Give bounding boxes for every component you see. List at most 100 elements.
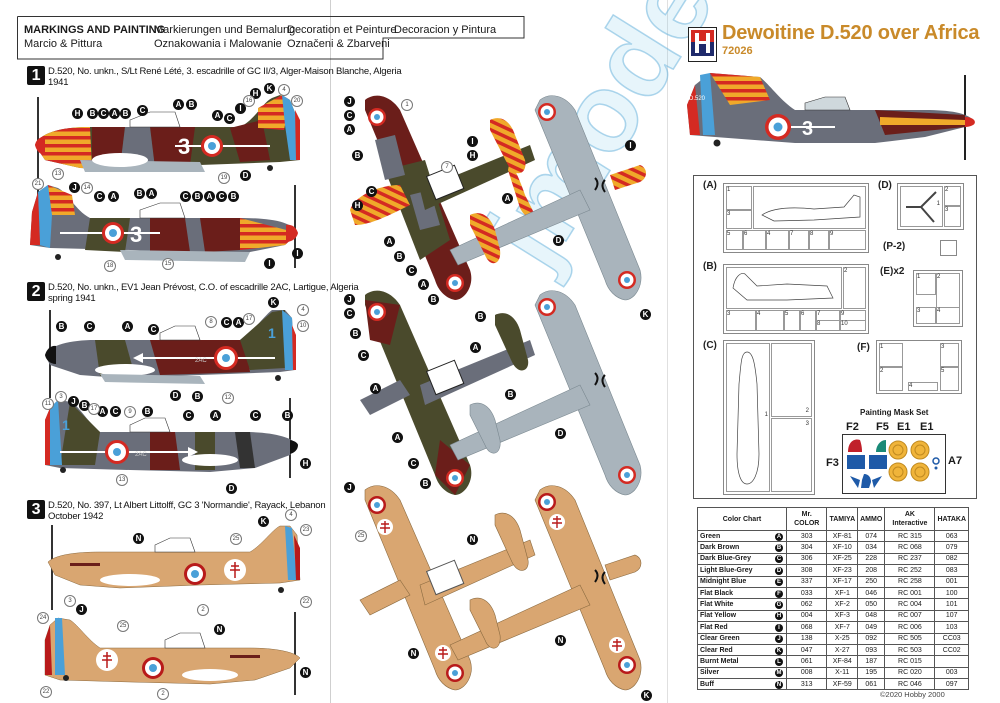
decal-number: 18 — [104, 260, 116, 272]
color-name: Green — [697, 529, 772, 543]
callout-b: B — [420, 478, 431, 489]
decal-number: 3 — [55, 391, 67, 403]
callout-b: B — [352, 150, 363, 161]
color-code-hataka: 001 — [934, 575, 969, 588]
part-a8: 8 — [809, 230, 829, 250]
profile-1-code: 3 — [178, 134, 190, 159]
callout-c: C — [216, 191, 227, 202]
color-code-ak: RC 068 — [884, 541, 936, 554]
color-code-ak: RC 020 — [884, 666, 936, 680]
decal-number: 3 — [64, 595, 76, 607]
color-code-tamiya: XF-10 — [826, 541, 859, 554]
callout-n: N — [300, 667, 311, 678]
color-name: Flat White — [697, 598, 772, 611]
callout-a: A — [370, 383, 381, 394]
part-a4-fuselage — [753, 186, 866, 229]
header-es: Decoracion y Pintura — [394, 24, 497, 36]
color-name: Light Blue-Grey — [697, 564, 772, 577]
callout-a: A — [212, 110, 223, 121]
callout-i: I — [467, 136, 478, 147]
color-code-hataka: 097 — [934, 678, 969, 691]
callout-n: N — [133, 533, 144, 544]
decal-number: 17 — [88, 403, 100, 415]
callout-a: A — [210, 410, 221, 421]
color-code-ammo: 048 — [857, 609, 886, 623]
part-c2: 2 — [771, 343, 812, 417]
color-code-tamiya: XF-23 — [826, 564, 859, 577]
part-b3: 3 — [726, 310, 756, 331]
color-letter-badge: I — [775, 623, 783, 632]
callout-a: A — [97, 406, 108, 417]
callout-a: A — [344, 124, 355, 135]
color-code-mr: 308 — [785, 564, 828, 577]
part-b6: 6 — [800, 310, 816, 331]
color-name: Buff — [697, 678, 772, 691]
page-boundary — [667, 0, 668, 703]
header-color-chart: Color Chart — [697, 507, 787, 531]
callout-c: C — [406, 265, 417, 276]
callout-b: B — [192, 191, 203, 202]
color-code-tamiya: X-25 — [826, 632, 859, 645]
part-a9: 9 — [829, 230, 866, 250]
callout-b: B — [87, 108, 98, 119]
color-letter-badge: H — [775, 612, 783, 621]
profile-1-right: 3 — [30, 185, 298, 268]
sprue-a-label: (A) — [703, 180, 717, 191]
part-c1-wing: 1 — [726, 343, 770, 492]
callout-b: B — [505, 389, 516, 400]
callout-j: J — [344, 96, 355, 107]
header-tamiya: TAMIYA — [826, 507, 859, 531]
decal-number: 13 — [52, 168, 64, 180]
fold-line-left — [330, 0, 331, 703]
color-letter-cell: H — [772, 609, 787, 623]
color-code-ammo: 049 — [857, 621, 886, 634]
callout-d: D — [555, 428, 566, 439]
scheme-1-desc: D.520, No. unkn., S/Lt René Lété, 3. esc… — [48, 66, 402, 88]
sprue-p2 — [940, 240, 957, 256]
header-de: Markierungen und Bemalung — [154, 24, 296, 36]
decal-number: 4 — [297, 304, 309, 316]
color-code-ammo: 250 — [857, 575, 886, 588]
callout-c: C — [224, 113, 235, 124]
plan-2-bottom — [449, 290, 642, 496]
color-letter-cell: B — [772, 541, 787, 554]
callout-i: I — [264, 258, 275, 269]
decal-number: 9 — [124, 406, 136, 418]
callout-a: A — [384, 236, 395, 247]
callout-c: C — [358, 350, 369, 361]
color-letter-cell: K — [772, 643, 787, 657]
callout-c: C — [183, 410, 194, 421]
scheme-3-line1: D.520, No. 397, Lt Albert Littolff, GC 3… — [48, 500, 326, 511]
part-f1: 1 — [879, 343, 903, 367]
color-code-mr: 306 — [785, 552, 828, 566]
part-e4: 4 — [936, 307, 960, 324]
callout-d: D — [240, 170, 251, 181]
part-b4: 4 — [756, 310, 784, 331]
box-art-fin-text: D.520 — [689, 96, 706, 102]
color-code-mr: 047 — [785, 643, 828, 657]
callout-a: A — [108, 191, 119, 202]
mask-set-sheet — [842, 434, 946, 494]
decal-number: 22 — [300, 596, 312, 608]
color-letter-cell: E — [772, 575, 787, 588]
callout-d: D — [170, 390, 181, 401]
color-code-ammo: 092 — [857, 632, 886, 645]
color-code-hataka: 082 — [934, 552, 969, 566]
part-f3: 3 — [940, 343, 959, 367]
decal-number: 20 — [291, 95, 303, 107]
part-e2: 2 — [936, 273, 960, 308]
decal-number: 19 — [218, 172, 230, 184]
color-code-tamiya: X-11 — [826, 666, 859, 680]
product-code: 72026 — [722, 45, 753, 57]
color-code-hataka: 101 — [934, 598, 969, 611]
callout-b: B — [192, 391, 203, 402]
color-code-ammo: 093 — [857, 643, 886, 657]
color-code-tamiya: XF-59 — [826, 678, 859, 691]
color-name: Burnt Metal — [697, 655, 772, 668]
color-code-ammo: 208 — [857, 564, 886, 577]
header-ammo: AMMO — [857, 507, 886, 531]
callout-b: B — [142, 406, 153, 417]
header-en: MARKINGS AND PAINTING — [24, 24, 166, 36]
callout-a: A — [173, 99, 184, 110]
sprue-diagram — [693, 175, 977, 499]
